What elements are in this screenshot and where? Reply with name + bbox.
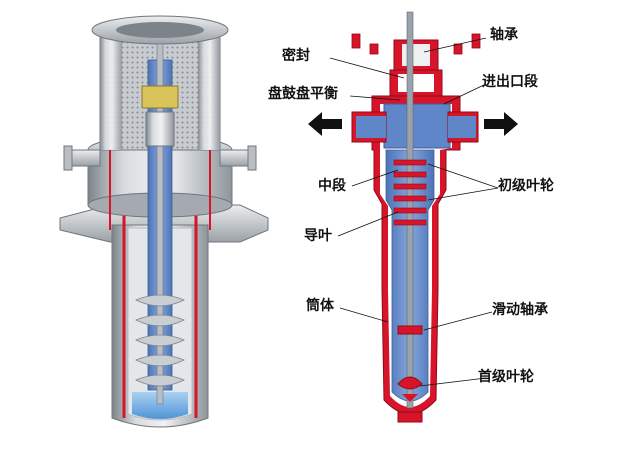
label-barrel: 筒体	[306, 298, 334, 314]
label-head-stage-impeller: 首级叶轮	[478, 369, 534, 385]
sectional-pump-drawing	[308, 11, 518, 423]
label-seal: 密封	[282, 48, 310, 64]
label-first-stage-impeller: 初级叶轮	[498, 178, 554, 194]
label-guide-vane: 导叶	[304, 228, 332, 244]
leader-lines	[329, 37, 499, 387]
label-middle-section: 中段	[318, 178, 346, 194]
label-sliding-bearing: 滑动轴承	[492, 302, 548, 318]
label-bearing: 轴承	[490, 27, 518, 43]
arrow-right-icon	[484, 112, 518, 136]
label-balance-disc: 盘鼓盘平衡	[268, 86, 338, 102]
cutaway-3d-pump	[59, 15, 269, 428]
arrow-left-icon	[308, 112, 342, 136]
label-inlet-outlet-section: 进出口段	[482, 74, 538, 90]
